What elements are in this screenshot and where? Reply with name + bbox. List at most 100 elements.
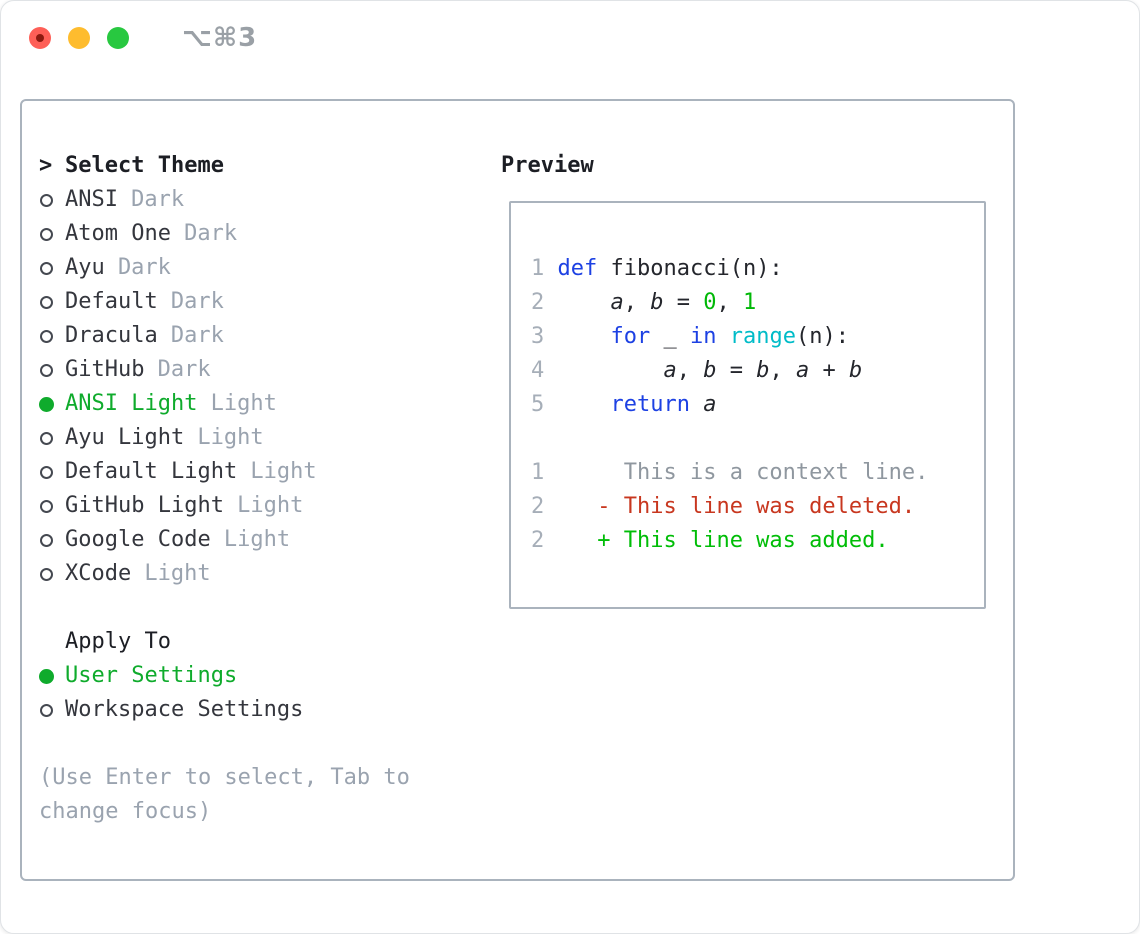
code-line: 2 a, b = 0, 1 bbox=[531, 286, 984, 320]
code-token-var: b bbox=[650, 290, 664, 315]
preview-title: Preview bbox=[501, 153, 594, 178]
theme-option-dracula[interactable]: Dracula Dark bbox=[39, 319, 501, 353]
theme-option-atom-one[interactable]: Atom One Dark bbox=[39, 217, 501, 251]
minimize-button[interactable] bbox=[68, 27, 90, 49]
theme-option-variant: Dark bbox=[170, 323, 224, 348]
code-token-plain: (n): bbox=[795, 324, 849, 349]
code-token-var: a bbox=[795, 358, 810, 383]
radio-icon bbox=[39, 499, 65, 513]
code-token-var: a bbox=[703, 392, 717, 417]
theme-option-variant: Light bbox=[223, 527, 291, 552]
theme-option-variant: Dark bbox=[170, 289, 224, 314]
apply-to-title: Apply To bbox=[65, 629, 171, 654]
spacer bbox=[39, 591, 501, 625]
radio-icon bbox=[39, 567, 65, 581]
theme-option-github[interactable]: GitHub Dark bbox=[39, 353, 501, 387]
theme-option-variant: Light bbox=[197, 425, 264, 450]
theme-option-variant: Light bbox=[250, 459, 317, 484]
code-token-plain bbox=[558, 392, 611, 417]
diff-text: This is a context line. bbox=[623, 460, 929, 485]
theme-option-label: Default Light bbox=[65, 459, 238, 484]
code-token-plain: , bbox=[676, 358, 704, 383]
theme-option-variant: Light bbox=[237, 493, 304, 518]
theme-option-default-light[interactable]: Default Light Light bbox=[39, 455, 501, 489]
radio-circle bbox=[40, 533, 53, 547]
theme-option-label: ANSI bbox=[65, 187, 118, 212]
select-theme-title: Select Theme bbox=[65, 153, 224, 178]
radio-icon bbox=[39, 533, 65, 547]
code-token-plain: _ bbox=[650, 324, 690, 349]
radio-icon bbox=[39, 363, 65, 377]
diff-marker: + bbox=[597, 528, 624, 553]
radio-circle bbox=[40, 261, 53, 275]
select-theme-header: > Select Theme bbox=[39, 149, 501, 183]
theme-option-variant: Light bbox=[144, 561, 211, 586]
line-number: 4 bbox=[531, 358, 545, 383]
code-line: 3 for _ in range(n): bbox=[531, 320, 984, 354]
theme-option-label: Ayu Light bbox=[65, 425, 185, 450]
theme-option-label: Dracula bbox=[65, 323, 158, 348]
diff-marker bbox=[597, 460, 624, 485]
theme-option-variant: Dark bbox=[184, 221, 238, 246]
radio-icon bbox=[39, 329, 65, 343]
line-number: 2 bbox=[531, 528, 545, 553]
theme-option-label: GitHub bbox=[65, 357, 145, 382]
apply-to-header: Apply To bbox=[39, 625, 501, 659]
diff-marker: - bbox=[597, 494, 624, 519]
theme-option-label: Ayu bbox=[65, 255, 105, 280]
code-token-var: b bbox=[756, 358, 770, 383]
code-line: 5 return a bbox=[531, 388, 984, 422]
radio-circle bbox=[39, 668, 54, 684]
line-number: 2 bbox=[531, 290, 545, 315]
radio-icon bbox=[39, 295, 65, 309]
preview-column: Preview 1 def fibonacci(n):2 a, b = 0, 1… bbox=[501, 149, 1013, 879]
theme-option-label: Atom One bbox=[65, 221, 171, 246]
line-number: 1 bbox=[531, 256, 545, 281]
diff-text: This line was added. bbox=[623, 528, 889, 553]
theme-option-google-code[interactable]: Google Code Light bbox=[39, 523, 501, 557]
line-number: 2 bbox=[531, 494, 545, 519]
code-token-num: 1 bbox=[742, 290, 757, 315]
help-text: (Use Enter to select, Tab to change focu… bbox=[39, 765, 410, 824]
blank-line bbox=[531, 422, 984, 456]
radio-circle bbox=[39, 396, 54, 412]
code-token-num: 0 bbox=[703, 290, 717, 315]
radio-circle bbox=[40, 567, 53, 581]
code-token-plain bbox=[690, 392, 703, 417]
theme-option-label: Google Code bbox=[65, 527, 211, 552]
apply-option-user-settings[interactable]: User Settings bbox=[39, 659, 501, 693]
code-token-plain: + bbox=[809, 358, 849, 383]
radio-circle bbox=[40, 329, 53, 343]
radio-circle bbox=[40, 363, 53, 377]
titlebar: ⌥⌘3 bbox=[1, 1, 1139, 75]
theme-option-label: ANSI Light bbox=[65, 391, 198, 416]
radio-icon bbox=[39, 431, 65, 445]
theme-option-variant: Dark bbox=[117, 255, 171, 280]
apply-option-workspace-settings[interactable]: Workspace Settings bbox=[39, 693, 501, 727]
code-token-var: b bbox=[848, 358, 863, 383]
close-button[interactable] bbox=[29, 27, 51, 49]
code-line: 1 def fibonacci(n): bbox=[531, 252, 984, 286]
radio-circle bbox=[40, 703, 53, 717]
zoom-button[interactable] bbox=[107, 27, 129, 49]
code-token-plain: = bbox=[663, 290, 704, 315]
apply-option-label: Workspace Settings bbox=[65, 697, 304, 722]
radio-circle bbox=[40, 499, 53, 513]
theme-option-ayu-light[interactable]: Ayu Light Light bbox=[39, 421, 501, 455]
theme-option-ayu[interactable]: Ayu Dark bbox=[39, 251, 501, 285]
code-token-kw: return bbox=[610, 392, 690, 417]
radio-icon bbox=[39, 227, 65, 241]
radio-icon bbox=[39, 465, 65, 479]
line-number: 1 bbox=[531, 460, 545, 485]
theme-option-variant: Dark bbox=[157, 357, 211, 382]
radio-circle bbox=[40, 295, 53, 309]
focus-caret: > bbox=[39, 153, 53, 178]
code-token-kw: in bbox=[689, 324, 717, 349]
